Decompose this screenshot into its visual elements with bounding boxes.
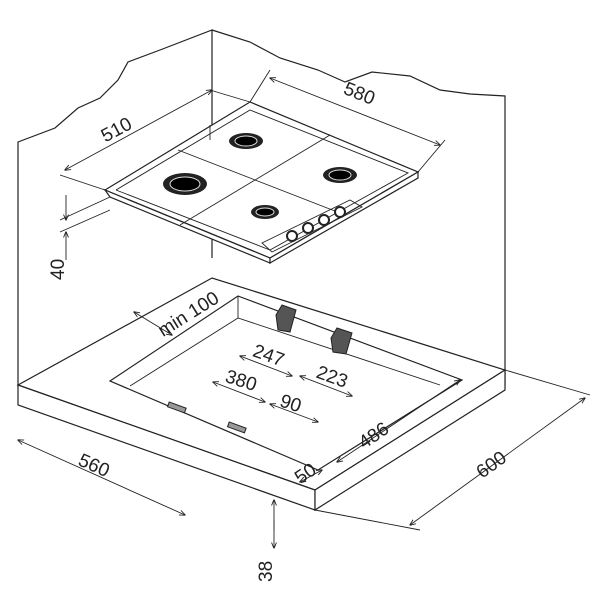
bracket	[330, 327, 353, 355]
dim-cutout-width: 560	[75, 450, 113, 482]
knob	[302, 222, 314, 234]
bracket	[275, 304, 297, 333]
fixing-clip	[226, 421, 247, 434]
knob	[286, 230, 298, 242]
dim-hob-height: 40	[48, 259, 69, 280]
gas-hob	[103, 101, 420, 265]
dimension-lines	[18, 69, 591, 548]
fixing-clip	[166, 401, 187, 414]
wall	[17, 29, 506, 385]
mounting-brackets	[275, 304, 353, 355]
dim-worktop-depth: 600	[473, 447, 511, 483]
dim-worktop-thickness: 38	[256, 561, 277, 582]
dim-hob-depth: 510	[98, 114, 136, 147]
knob	[318, 214, 330, 226]
dim-hob-width: 580	[340, 78, 377, 109]
knob	[334, 206, 346, 218]
